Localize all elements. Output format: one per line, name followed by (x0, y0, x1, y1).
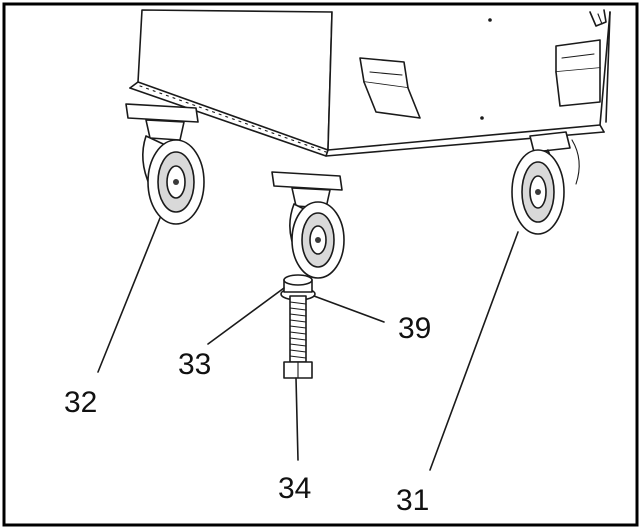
callout-32: 32 (64, 386, 97, 419)
leader-lines (97, 217, 519, 471)
caster-front (271, 171, 345, 279)
callout-31: 31 (396, 484, 429, 517)
side-handle-left (359, 57, 421, 119)
cart-body (129, 9, 611, 157)
caster-32 (125, 103, 205, 225)
callout-33: 33 (178, 348, 211, 381)
leader-33 (207, 287, 285, 345)
callout-34: 34 (278, 472, 311, 505)
callout-39: 39 (398, 312, 431, 345)
leader-39 (313, 295, 385, 323)
leader-31 (429, 231, 519, 471)
side-handle-right (555, 39, 601, 107)
caster-31 (511, 131, 580, 235)
leader-34 (295, 377, 299, 461)
top-fitting (589, 9, 607, 27)
leveling-bolt (280, 274, 316, 379)
leader-32 (97, 217, 161, 373)
